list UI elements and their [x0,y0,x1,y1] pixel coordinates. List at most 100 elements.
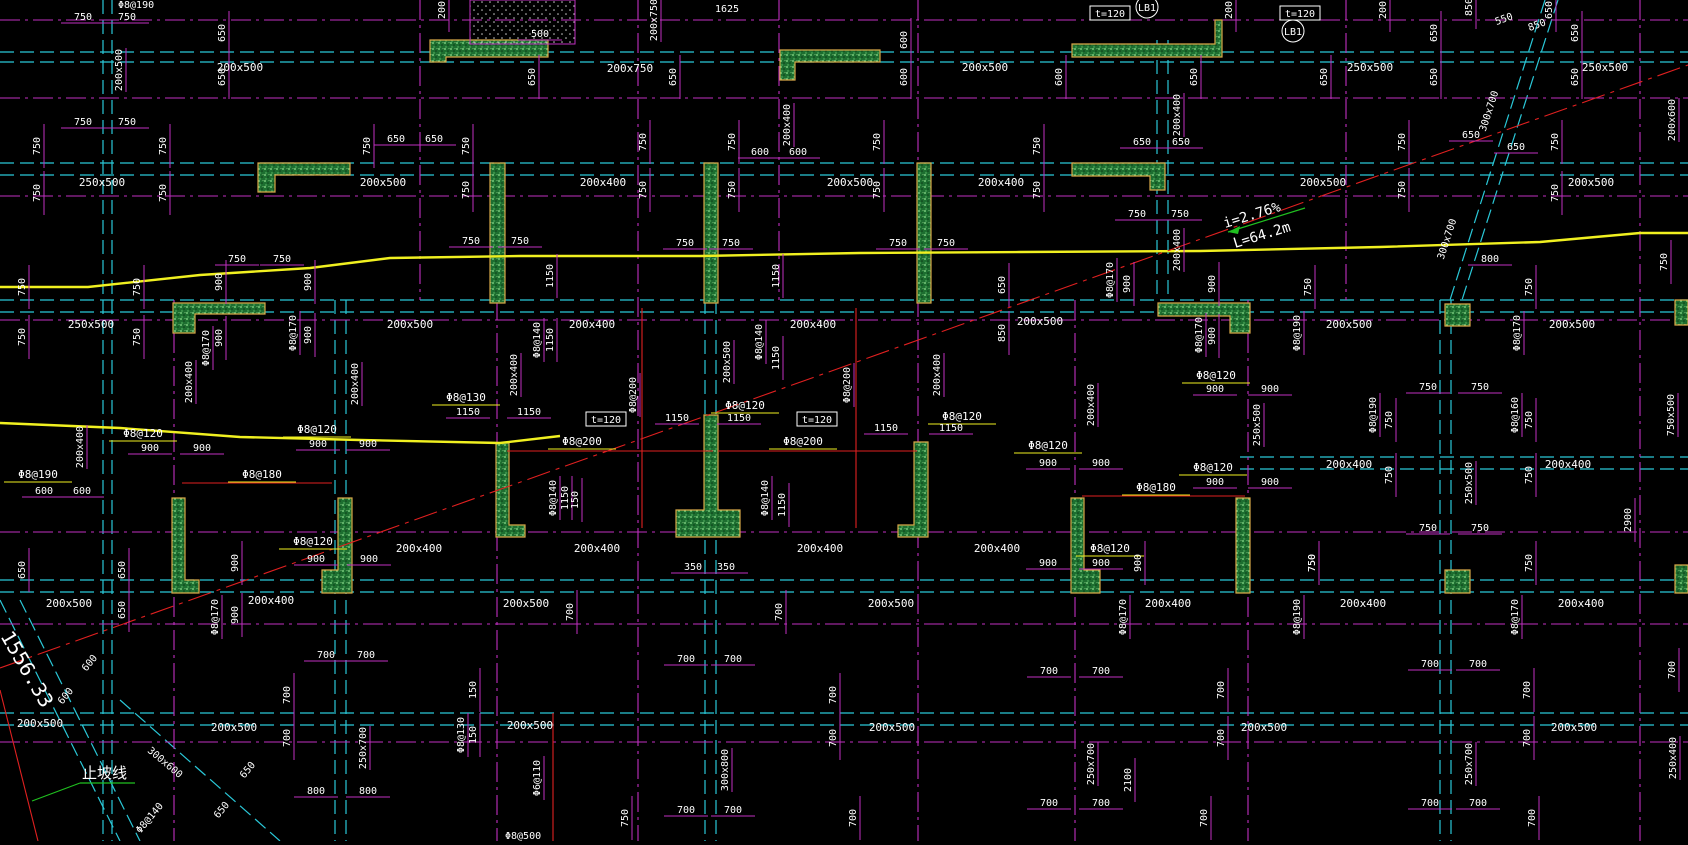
beam-size-label: 200x500 [1017,315,1063,328]
dimension-label: 650 [1507,142,1525,153]
wall-segment-5 [489,162,506,304]
vertical-label: 750 [32,184,43,202]
beam-size-label: 200x400 [1340,597,1386,610]
diagonal-label: 650 [238,760,258,781]
dimension-label: 1150 [456,407,480,418]
vertical-label: 900 [214,329,225,347]
vertical-label: 200x750 [649,0,660,41]
vertical-label: 650 [1319,68,1330,86]
vertical-label: 700 [774,603,785,621]
vertical-label: 250x700 [1086,743,1097,785]
beam-size-label: 200x500 [1300,176,1346,189]
top-left-rebar-label: Φ8@190 [118,0,154,11]
vertical-label: 750 [1397,181,1408,199]
diagonal-label: 600 [80,653,100,674]
dimension-label: 800 [307,786,325,797]
stop-slope-marker[interactable]: 止坡线 [31,764,135,802]
slab-thickness-label: t=120 [1095,9,1125,20]
beam-size-label: 250x500 [79,176,125,189]
vertical-label: 750x500 [1666,394,1677,436]
dimension-label: 700 [317,650,335,661]
vertical-label: 750 [461,137,472,155]
dimension-label: 900 [193,443,211,454]
stop-slope-label: 止坡线 [82,764,127,782]
vertical-label: Φ8@140 [532,322,543,358]
diagonal-label: 550 [1494,11,1515,28]
vertical-label: 700 [828,686,839,704]
beam-size-label: 200x500 [1549,318,1595,331]
vertical-label: 200x400 [1172,229,1183,271]
vertical-label: Φ8@200 [628,377,639,413]
vertical-label: 700 [1216,729,1227,747]
vertical-label: Φ8@170 [1105,262,1116,298]
dimension-label: 600 [789,147,807,158]
dimension-label: 700 [724,805,742,816]
diagonal-label: 300x700 [1436,217,1459,260]
vertical-label: 700 [1522,681,1533,699]
vertical-label: 200 [437,1,448,19]
vertical-label: 300x800 [720,749,731,791]
vertical-label: 900 [230,554,241,572]
dimension-label: 700 [724,654,742,665]
dimension-label: 900 [1261,384,1279,395]
dimension-label: 750 [1171,209,1189,220]
vertical-label: 200 [1378,1,1389,19]
beam-size-label: 200x500 [1551,721,1597,734]
dimension-label: 900 [1092,458,1110,469]
wall-segment-15 [897,441,929,538]
grid-diag-2 [1461,0,1559,301]
dimension-label: 700 [1092,798,1110,809]
vertical-label: 650 [1429,68,1440,86]
vertical-label: 700 [1199,809,1210,827]
lb-callout-label: LB1 [1284,27,1302,38]
vertical-label: 650 [117,601,128,619]
beam-size-label: 200x500 [962,61,1008,74]
vertical-label: 750 [620,809,631,827]
beam-size-label: 200x400 [978,176,1024,189]
vertical-label: 750 [1384,466,1395,484]
rebar-label: Φ8@120 [297,423,337,436]
beam-size-label: 200x500 [827,176,873,189]
vertical-label: 1150 [771,346,782,370]
rebar-label: Φ8@120 [942,410,982,423]
vertical-label: 650 [117,561,128,579]
slope-annotation[interactable]: i=2.76% L=64.2m [1221,199,1306,252]
dimension-label: 700 [677,654,695,665]
bottom-rebar-label: Φ8@500 [505,831,541,841]
vertical-label: Φ8@170 [210,599,221,635]
beam-size-label: 200x400 [396,542,442,555]
dimension-label: 750 [273,254,291,265]
wall-segment-6 [703,162,719,304]
vertical-label: Φ8@130 [456,717,467,753]
dimension-label: 800 [359,786,377,797]
dimension-label: 750 [74,117,92,128]
vertical-label: 750 [362,137,373,155]
dimension-label: 1150 [727,413,751,424]
rebar-label: Φ8@120 [1196,369,1236,382]
beam-size-label: 200x500 [217,61,263,74]
vertical-label: 750 [638,181,649,199]
vertical-label: 900 [1207,275,1218,293]
dimension-label: 750 [462,236,480,247]
dimension-label: 900 [1039,558,1057,569]
dimension-label: 750 [118,12,136,23]
vertical-label: 900 [1207,327,1218,345]
dimension-label: 750 [1419,382,1437,393]
vertical-label: 650 [1544,1,1555,19]
dimension-label: 1150 [517,407,541,418]
rebar-label: Φ8@130 [446,391,486,404]
dimension-label: 750 [1471,382,1489,393]
dimension-label: 900 [1261,477,1279,488]
vertical-label: Φ6@110 [532,760,543,796]
rebar-label: Φ8@200 [783,435,823,448]
vertical-label: 650 [17,561,28,579]
beam-size-label: 200x500 [868,597,914,610]
vertical-label: 700 [282,729,293,747]
rebar-label: Φ8@120 [1193,461,1233,474]
vertical-label: 750 [1307,554,1318,572]
vertical-label: 900 [230,606,241,624]
dimension-label: 1150 [874,423,898,434]
